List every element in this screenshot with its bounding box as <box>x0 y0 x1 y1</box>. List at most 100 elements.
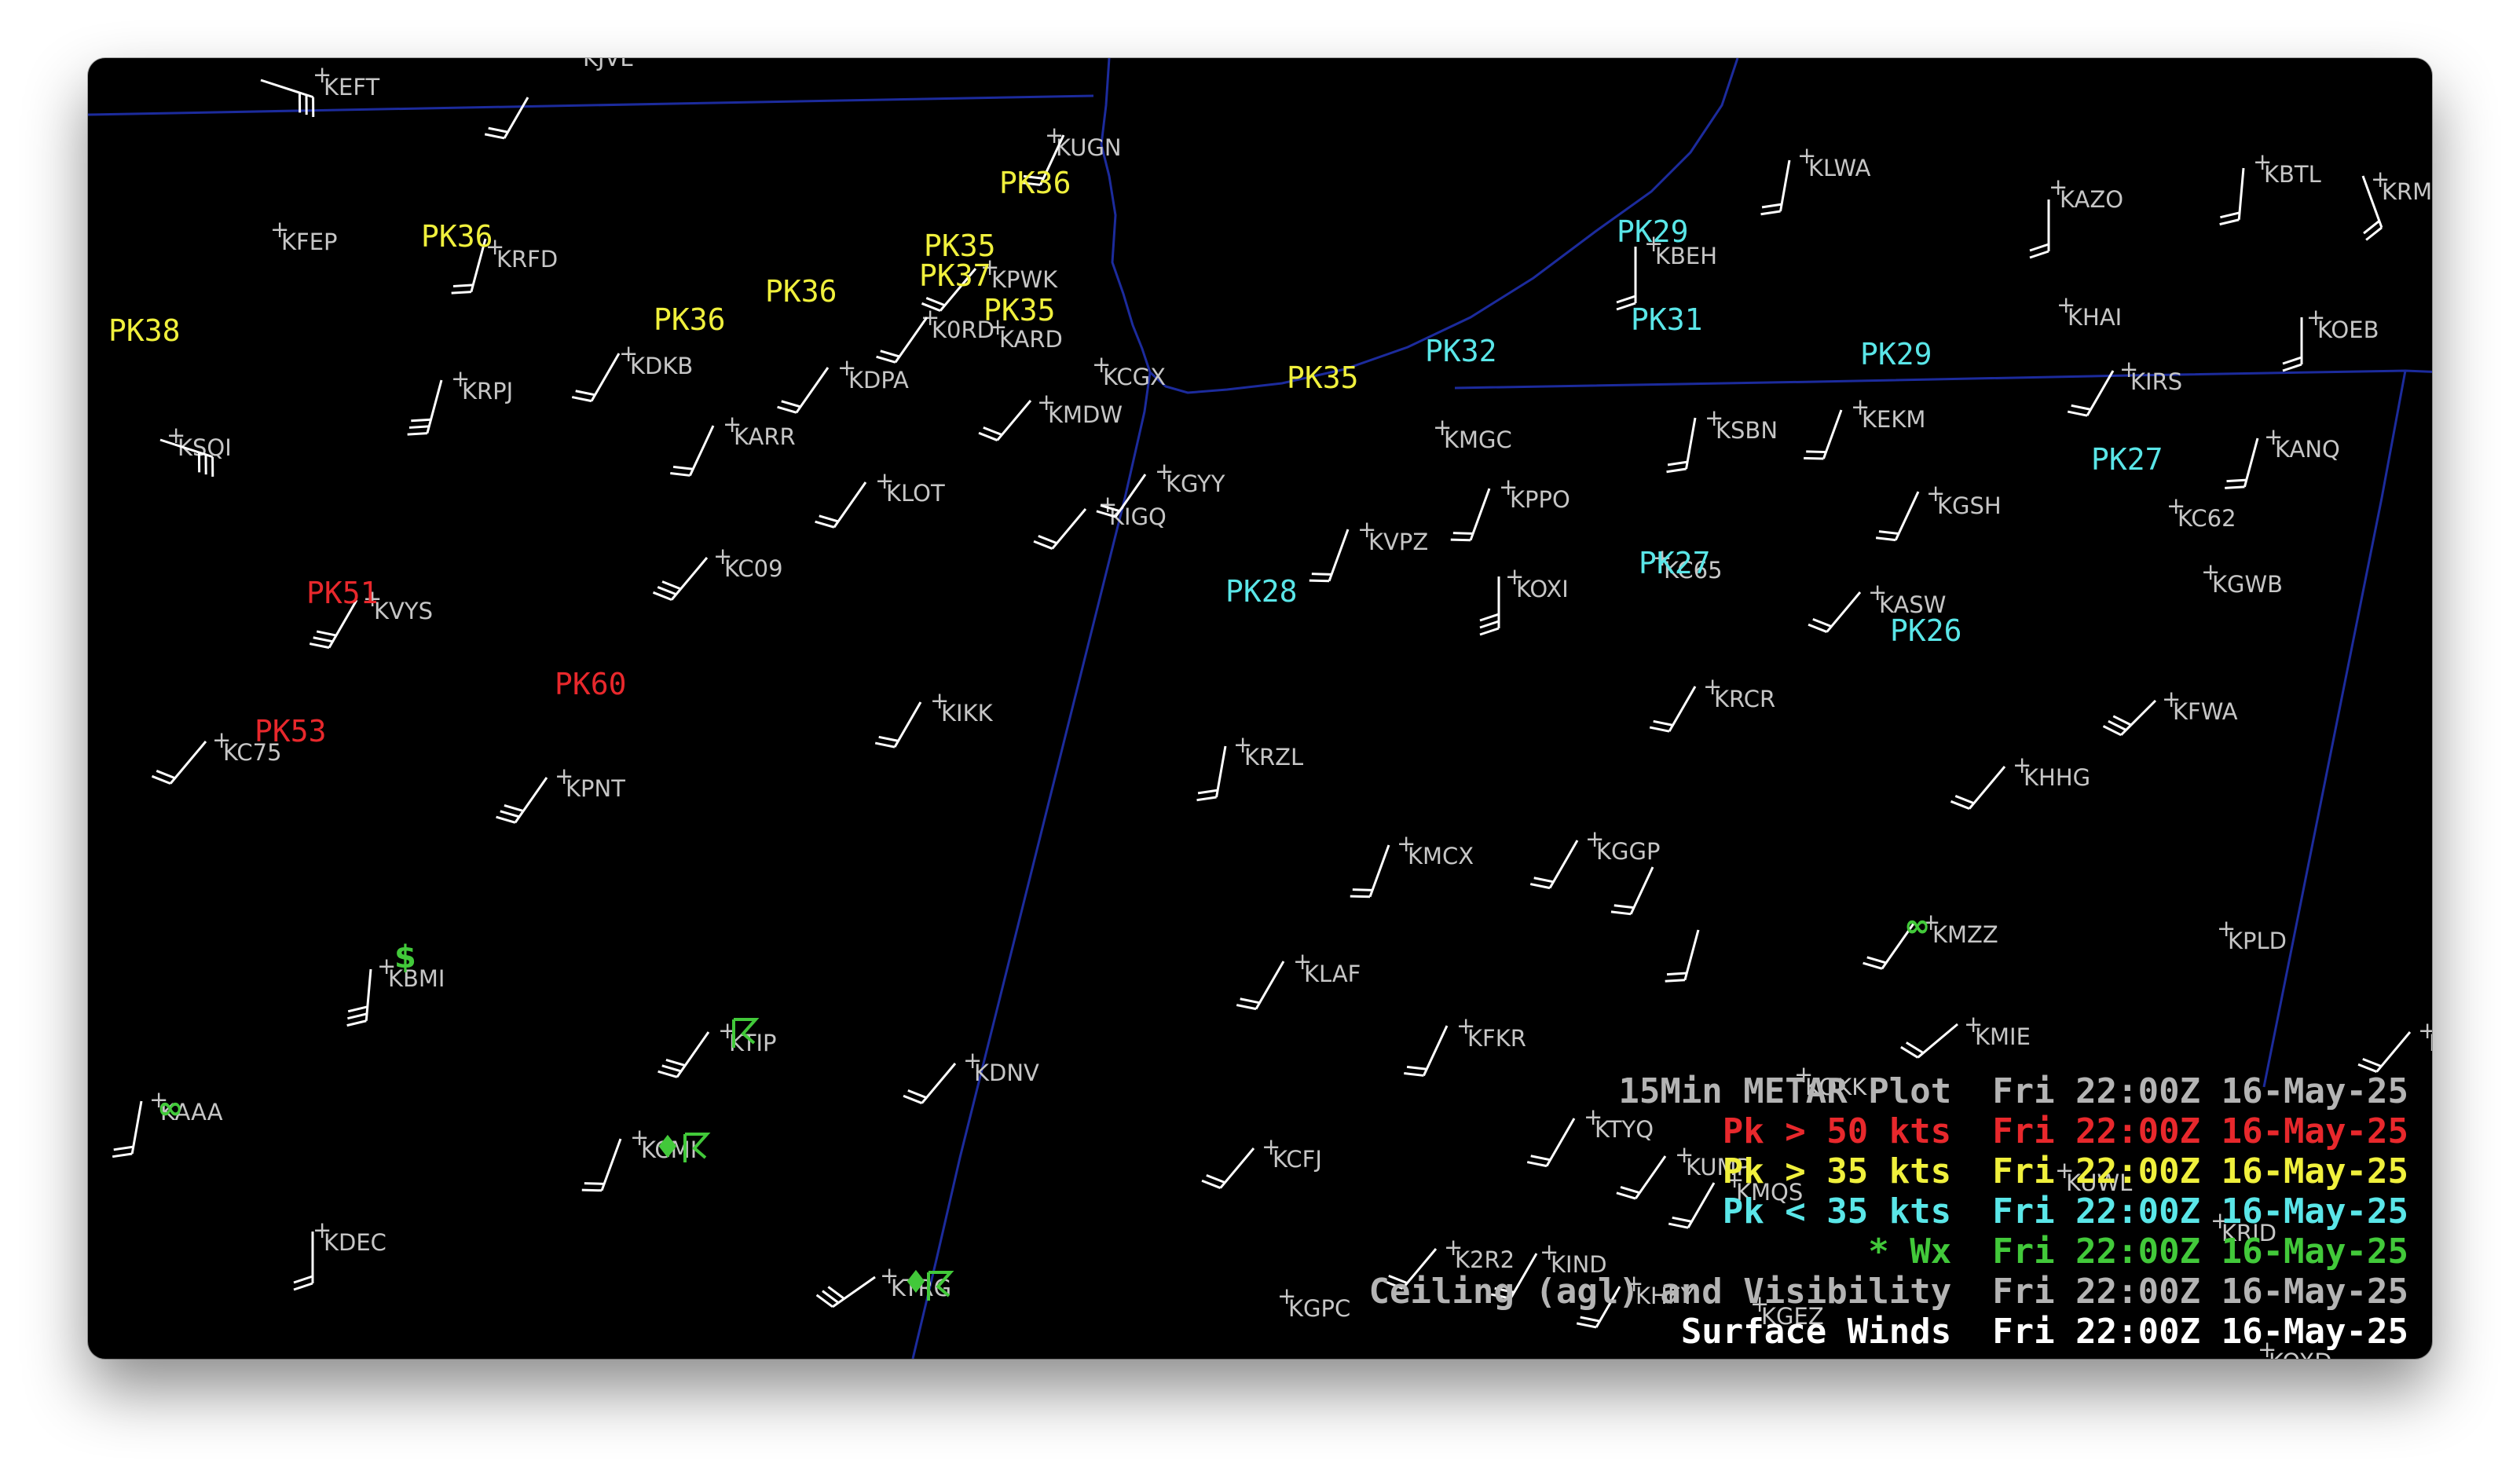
wind-barb <box>407 379 443 436</box>
station-label[interactable]: KSBN <box>1716 417 1778 444</box>
station-label[interactable]: KARD <box>999 326 1063 353</box>
station-label[interactable]: KMDW <box>1048 401 1123 428</box>
station-label[interactable]: KTYQ <box>1595 1116 1654 1143</box>
legend-label: 15Min METAR Plot <box>1618 1071 1952 1111</box>
station-label[interactable]: KC75 <box>223 739 282 766</box>
weather-symbol: ♦ <box>902 1265 930 1301</box>
station-label[interactable]: KC62 <box>2178 505 2236 532</box>
station-label[interactable]: KCFJ <box>1273 1146 1322 1173</box>
wind-barb <box>1875 491 1920 542</box>
station-label[interactable]: KGSH <box>1937 492 2002 519</box>
station-marker: + <box>1045 122 1064 148</box>
station-label[interactable]: KCMI <box>641 1136 697 1163</box>
station-label[interactable]: KFWA <box>2173 698 2238 725</box>
station-label[interactable]: KC65 <box>1664 557 1723 584</box>
station-label[interactable]: KAAA <box>160 1099 223 1125</box>
station-label[interactable]: KPLD <box>2228 928 2287 954</box>
station-label[interactable]: KUWL <box>2066 1169 2132 1196</box>
wind-barb <box>1526 1118 1576 1168</box>
station-marker: + <box>2217 915 2236 942</box>
station-label[interactable]: KPNT <box>566 775 625 802</box>
station-label[interactable]: KBTL <box>2264 161 2321 188</box>
station-label[interactable]: KMIE <box>1975 1023 2031 1050</box>
station-marker: + <box>2119 356 2138 382</box>
station-label[interactable]: KVYS <box>374 598 433 624</box>
station-label[interactable]: KARR <box>734 423 796 450</box>
station-label[interactable]: KPPO <box>1510 486 1570 513</box>
wind-barb <box>815 1276 876 1308</box>
station-label[interactable]: KDPA <box>848 367 909 393</box>
station-marker: + <box>619 340 638 367</box>
station-label[interactable]: KAZO <box>2060 186 2123 213</box>
station-label[interactable]: KANQ <box>2275 436 2340 463</box>
wind-barb <box>1760 159 1791 216</box>
station-marker: + <box>1037 389 1056 415</box>
station-label[interactable]: KLOT <box>886 480 945 507</box>
station-label[interactable]: KUGN <box>1056 134 1122 161</box>
wind-barb <box>2102 699 2157 737</box>
wind-barb <box>496 777 548 824</box>
station-label[interactable]: KASW <box>1879 591 1946 618</box>
station-label[interactable]: KCGX <box>1103 364 1166 390</box>
station-marker: + <box>2049 174 2068 200</box>
station-label[interactable]: KC09 <box>724 555 783 582</box>
station-marker: + <box>1750 1290 1769 1317</box>
station-label[interactable]: KUMP <box>1686 1154 1750 1180</box>
legend-time: Fri 22:00Z 16-May-25 <box>1992 1191 2408 1232</box>
station-label[interactable]: KRFD <box>496 246 558 273</box>
station-label[interactable]: KEKM <box>1862 406 1925 433</box>
station-label[interactable]: KDKB <box>630 353 693 379</box>
station-label[interactable]: KOEB <box>2317 317 2379 343</box>
station-label[interactable]: K2R2 <box>1455 1246 1515 1273</box>
station-label[interactable]: KFKR <box>1467 1025 1526 1052</box>
station-label[interactable]: KOXI <box>1516 576 1569 602</box>
station-label[interactable]: KHAI <box>2068 304 2122 331</box>
station-label[interactable]: KRID <box>2221 1220 2276 1246</box>
station-label[interactable]: KBEH <box>1655 243 1717 269</box>
station-label[interactable]: KGPC <box>1288 1295 1350 1322</box>
wind-barb <box>293 1232 314 1291</box>
station-label[interactable]: KOXD <box>2269 1349 2332 1359</box>
station-label[interactable]: KIRS <box>2130 368 2182 395</box>
station-label[interactable]: KGEZ <box>1761 1303 1824 1330</box>
station-label[interactable]: KRPJ <box>462 378 513 404</box>
weather-map[interactable]: KEFT+KJVL+KUGN+KLWA+KAZO+KBTL+KRMY+KFEP+… <box>88 58 2432 1359</box>
station-marker: + <box>1233 731 1252 758</box>
station-label[interactable]: KRZL <box>1244 744 1303 770</box>
station-label[interactable]: KBMI <box>388 965 445 992</box>
station-label[interactable]: KHHG <box>2024 764 2090 791</box>
station-label[interactable]: KMZZ <box>1932 921 1998 948</box>
station-label[interactable]: KIKK <box>941 700 994 727</box>
wind-barb <box>484 97 529 140</box>
station-label[interactable]: KIND <box>1551 1251 1607 1278</box>
station-label[interactable]: KGYY <box>1166 470 1225 497</box>
station-label[interactable]: K <box>2429 1030 2432 1056</box>
station-label[interactable]: KGGP <box>1596 838 1660 865</box>
station-label[interactable]: KRMY <box>2382 178 2432 205</box>
station-label[interactable]: K0RD <box>932 317 994 343</box>
station-label[interactable]: KRCR <box>1714 686 1775 712</box>
wind-barb <box>112 1100 143 1158</box>
station-label[interactable]: KEFT <box>324 74 380 101</box>
station-label[interactable]: KIGQ <box>1109 503 1167 530</box>
station-label[interactable]: KGWB <box>2212 571 2283 598</box>
station-label[interactable]: KVPZ <box>1368 529 1428 555</box>
peak-gust-label: PK36 <box>999 166 1071 200</box>
station-label[interactable]: KMGC <box>1444 426 1512 453</box>
station-label[interactable]: KDNV <box>974 1060 1039 1086</box>
wind-barb <box>2067 370 2115 417</box>
legend-time: Fri 22:00Z 16-May-25 <box>1992 1111 2408 1151</box>
station-label[interactable]: KDEC <box>324 1229 386 1256</box>
station-label[interactable]: KHFY <box>1635 1283 1695 1309</box>
station-label[interactable]: KLWA <box>1808 155 1871 181</box>
peak-gust-label: PK60 <box>555 667 627 701</box>
station-label[interactable]: KMQS <box>1736 1179 1803 1206</box>
station-label[interactable]: KJVL <box>583 58 633 71</box>
station-label[interactable]: KLAF <box>1304 961 1361 987</box>
station-label[interactable]: KFEP <box>281 229 338 255</box>
station-label[interactable]: KMCX <box>1408 843 1474 869</box>
station-marker: + <box>1725 1166 1744 1193</box>
station-label[interactable]: KPWK <box>991 266 1058 293</box>
station-label[interactable]: KOKK <box>1805 1074 1867 1100</box>
